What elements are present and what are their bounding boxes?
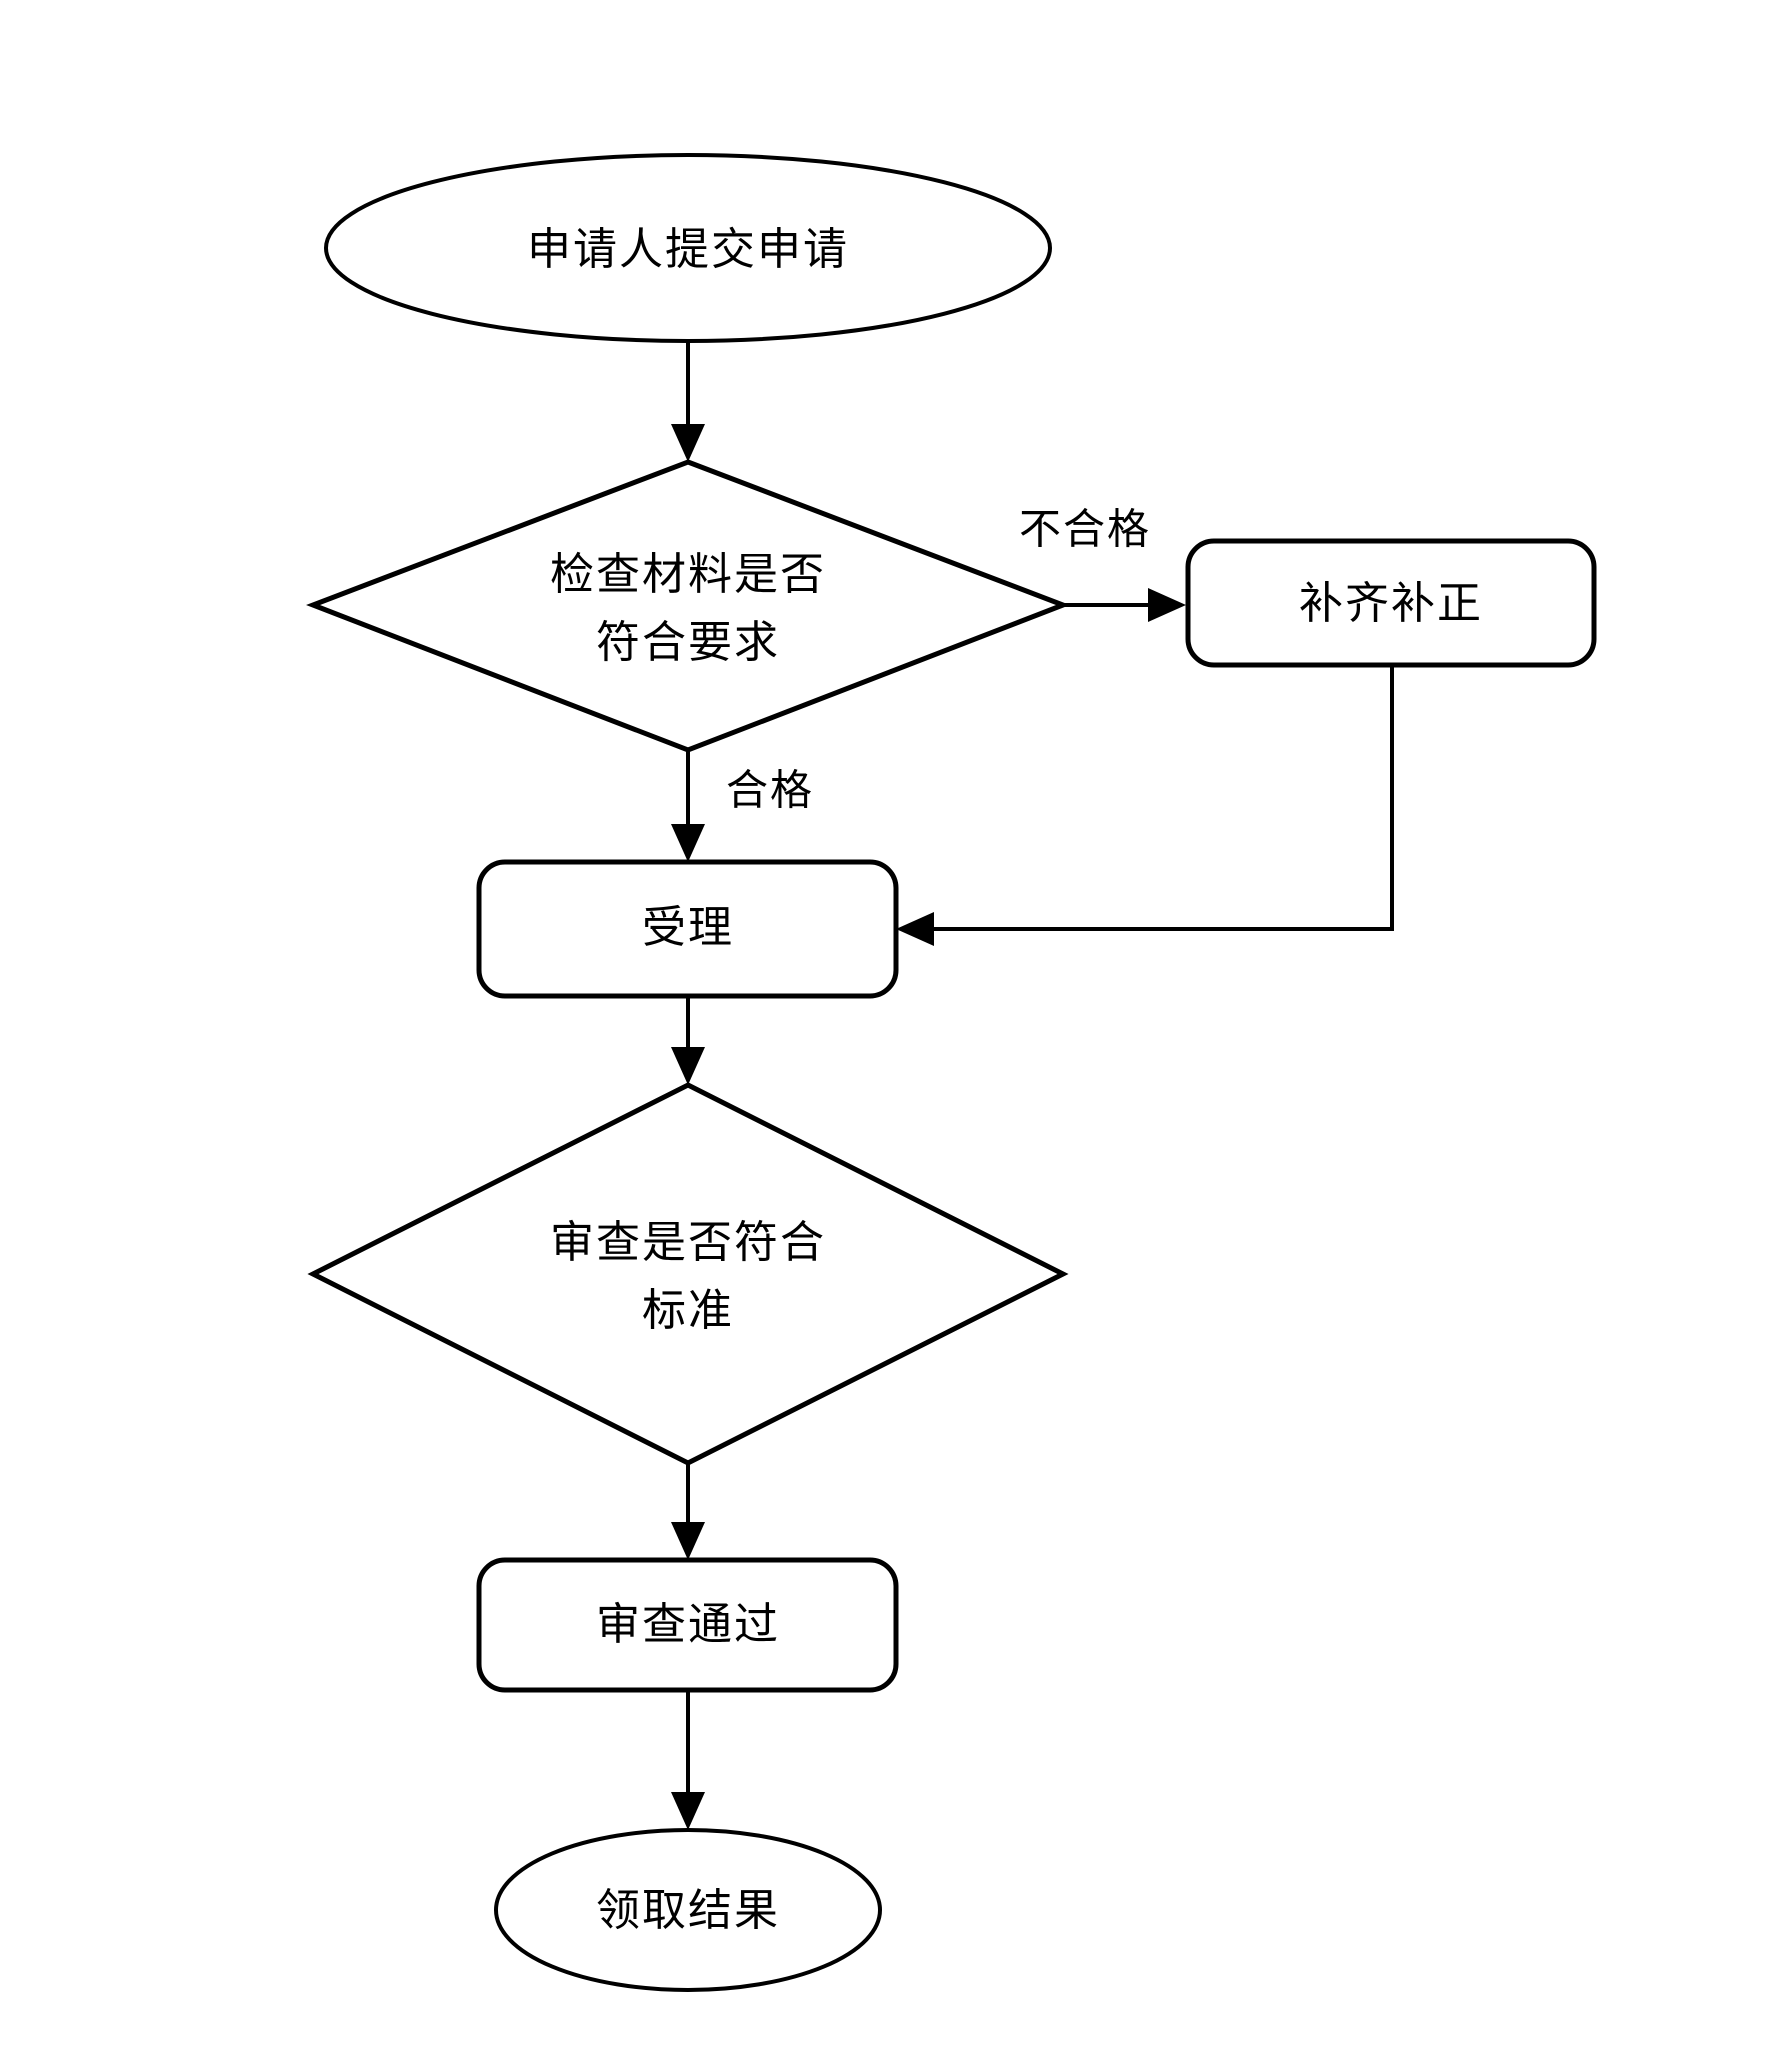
- node-start[interactable]: 申请人提交申请: [324, 153, 1052, 343]
- node-check-materials[interactable]: 检查材料是否 符合要求: [306, 459, 1070, 753]
- arrow-head-icon: [671, 1522, 705, 1560]
- edge-label-pass: 合格: [726, 766, 814, 815]
- diamond-shape: [307, 1082, 1069, 1466]
- node-supplement[interactable]: 补齐补正: [1185, 538, 1597, 668]
- rounded-rect-shape: [476, 1557, 899, 1693]
- ellipse-shape: [494, 1828, 882, 1992]
- node-accept[interactable]: 受理: [476, 859, 899, 999]
- node-review-standard-label-line1: 审查是否符合: [550, 1217, 826, 1268]
- edge-supplement-to-accept: [896, 665, 1394, 946]
- arrow-head-icon: [671, 1792, 705, 1830]
- edge-accept-to-review: [671, 995, 705, 1085]
- arrow-head-icon: [671, 824, 705, 862]
- arrow-head-icon: [671, 424, 705, 462]
- rounded-rect-shape: [1185, 538, 1597, 668]
- node-result[interactable]: 领取结果: [494, 1828, 882, 1992]
- arrow-head-icon: [1148, 588, 1186, 622]
- node-start-label: 申请人提交申请: [527, 224, 849, 275]
- edge-label-fail: 不合格: [1019, 505, 1151, 554]
- diamond-shape: [306, 459, 1070, 753]
- node-review-standard-label-line2: 标准: [642, 1285, 734, 1336]
- node-accept-label: 受理: [642, 902, 734, 953]
- node-check-materials-label-line2: 符合要求: [596, 617, 780, 668]
- node-review-passed[interactable]: 审查通过: [476, 1557, 899, 1693]
- arrow-head-icon: [671, 1047, 705, 1085]
- edge-line: [921, 665, 1394, 931]
- ellipse-shape: [324, 153, 1052, 343]
- edge-check-to-accept: [671, 750, 705, 862]
- node-review-passed-label: 审查通过: [596, 1599, 780, 1650]
- edge-review-to-passed: [671, 1463, 705, 1560]
- edge-start-to-check: [671, 340, 705, 462]
- edge-passed-to-result: [671, 1690, 705, 1830]
- node-supplement-label: 补齐补正: [1299, 578, 1483, 629]
- arrow-head-icon: [896, 912, 934, 946]
- node-review-standard[interactable]: 审查是否符合 标准: [307, 1082, 1069, 1466]
- node-check-materials-label-line1: 检查材料是否: [550, 549, 826, 600]
- edge-check-to-supplement: [1063, 588, 1186, 622]
- node-result-label: 领取结果: [596, 1885, 780, 1936]
- rounded-rect-shape: [476, 859, 899, 999]
